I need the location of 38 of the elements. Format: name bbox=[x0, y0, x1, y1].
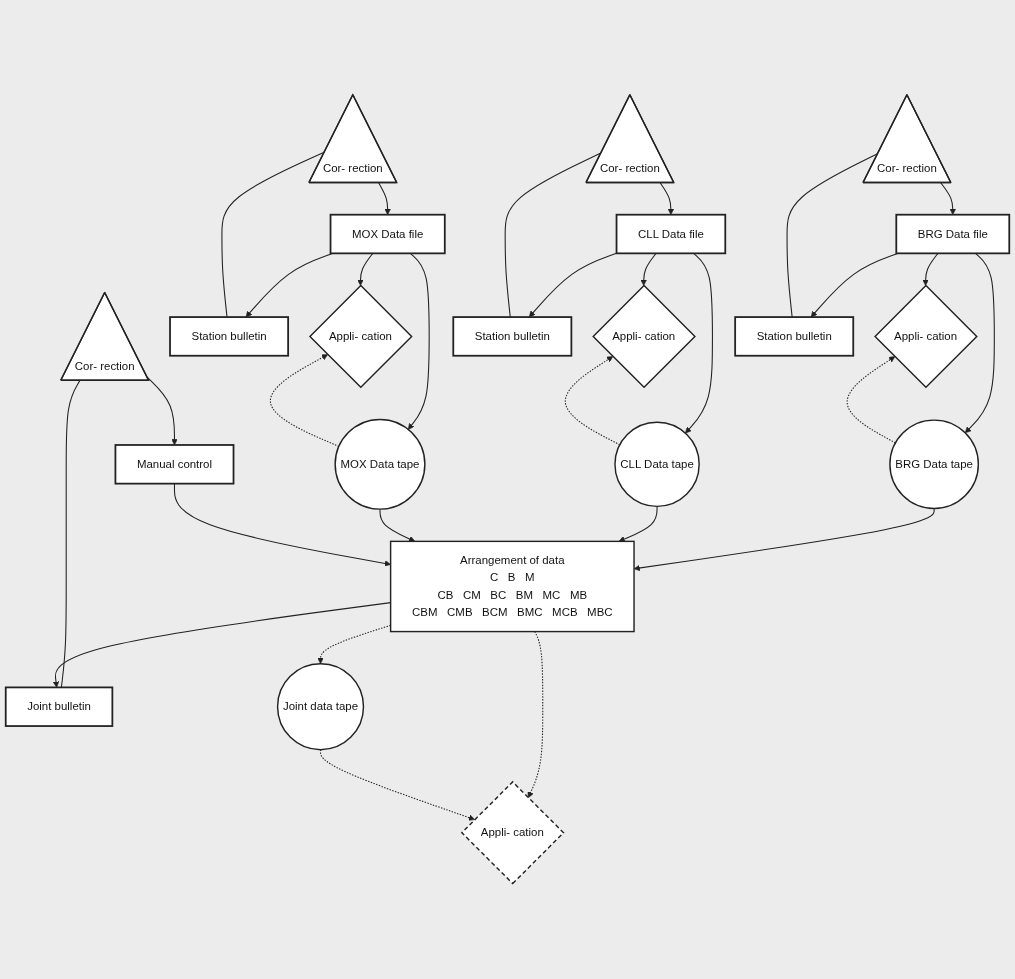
node-box: Manual control bbox=[114, 444, 235, 485]
arrow bbox=[378, 182, 391, 216]
arrow bbox=[964, 253, 995, 434]
arrow bbox=[407, 253, 430, 431]
arrow bbox=[940, 182, 956, 216]
node-diamond: Appli- cation bbox=[874, 284, 978, 389]
arrow bbox=[922, 253, 939, 287]
node-diamond: Appli- cation bbox=[460, 781, 565, 885]
node-box: Joint bulletin bbox=[4, 686, 114, 728]
node-box: Arrangement of data C B M CB CM BC BM MC MB CBM CMB BCM BMC MCB MBC bbox=[389, 541, 635, 633]
arrow bbox=[379, 508, 416, 543]
node-box: Station bulletin bbox=[734, 316, 855, 357]
arrow bbox=[357, 253, 374, 287]
node-box: CLL Data file bbox=[615, 214, 727, 255]
arrow bbox=[618, 506, 658, 543]
node-circle: CLL Data tape bbox=[614, 421, 700, 508]
arrow bbox=[846, 356, 896, 444]
arrow bbox=[810, 253, 899, 318]
node-circle: MOX Data tape bbox=[334, 419, 426, 511]
node-circle: Joint data tape bbox=[276, 663, 365, 751]
node-box: Station bulletin bbox=[169, 316, 289, 357]
arrow bbox=[173, 483, 391, 567]
arrow bbox=[685, 253, 713, 434]
node-diamond: Appli- cation bbox=[308, 284, 413, 389]
node-circle: BRG Data tape bbox=[889, 419, 980, 510]
connector bbox=[504, 152, 602, 318]
node-box: BRG Data file bbox=[895, 214, 1011, 255]
node-box: MOX Data file bbox=[329, 214, 446, 255]
arrow bbox=[528, 253, 618, 318]
arrow bbox=[640, 253, 657, 287]
node-diamond: Appli- cation bbox=[592, 284, 696, 389]
arrow bbox=[527, 631, 544, 799]
arrow bbox=[146, 377, 178, 446]
arrow bbox=[320, 749, 475, 821]
arrow bbox=[659, 182, 675, 216]
arrow bbox=[564, 356, 621, 446]
node-box: Station bulletin bbox=[452, 316, 573, 357]
connector bbox=[60, 380, 81, 689]
